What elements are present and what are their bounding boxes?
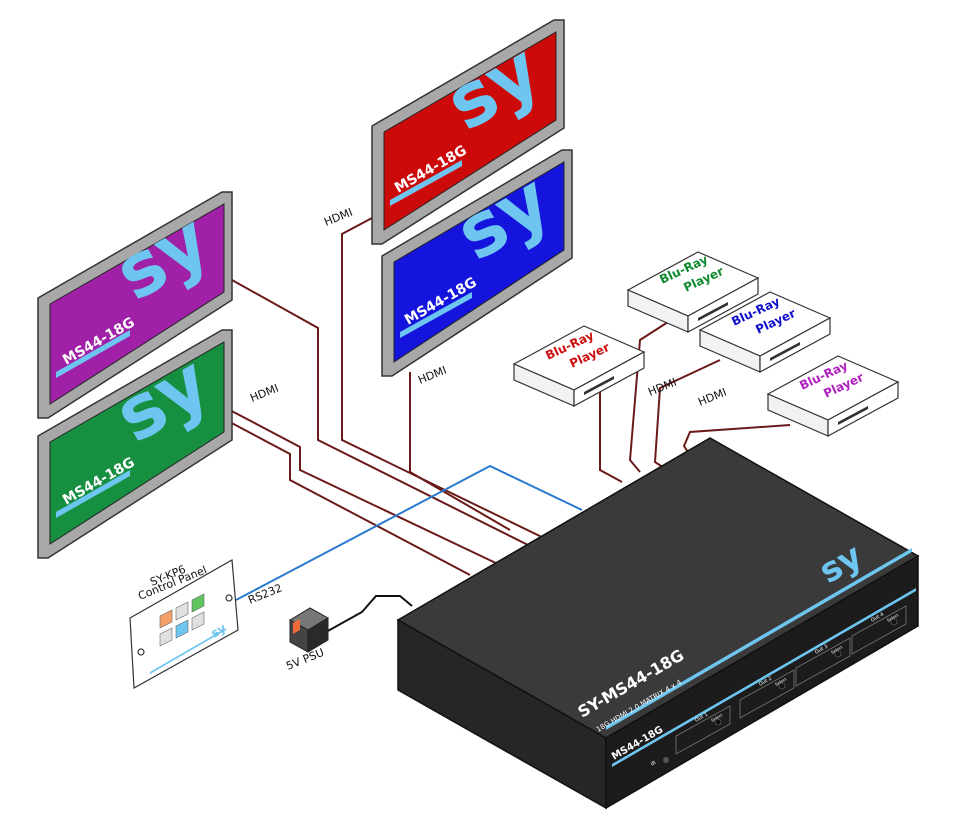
panel-button-6[interactable] <box>191 611 205 631</box>
output-1-select-button[interactable] <box>714 718 722 726</box>
control-panel: sy SY-KP6 Control Panel <box>129 559 239 689</box>
output-3-select-button[interactable] <box>834 650 842 658</box>
hdmi-cable-magenta-display <box>231 279 529 546</box>
power-supply <box>289 607 329 653</box>
output-4-select: Select <box>886 612 900 623</box>
device-ir-sensor <box>663 757 669 763</box>
hdmi-cable-player-green <box>628 321 669 473</box>
bluray-player-magenta: Blu-Ray Player <box>766 355 900 438</box>
output-2-select: Select <box>774 676 788 687</box>
bluray-player-blue: Blu-Ray Player <box>698 291 832 374</box>
hdmi-cable-player-red <box>599 392 623 483</box>
hdmi-label-blue-display: HDMI <box>416 364 448 387</box>
display-magenta: sy MS44-18G <box>37 191 233 419</box>
device-ir-label: IR <box>650 760 658 768</box>
display-green: sy MS44-18G <box>37 329 233 559</box>
psu-cable <box>325 595 413 633</box>
hdmi-cable-blue-display <box>409 372 511 531</box>
hdmi-cable-green-display-b <box>225 407 501 566</box>
panel-button-3[interactable] <box>191 593 205 613</box>
hdmi-label-player-blue: HDMI <box>646 376 678 399</box>
panel-button-4[interactable] <box>159 627 173 647</box>
display-red: sy MS44-18G <box>371 19 565 245</box>
panel-button-2[interactable] <box>175 601 189 621</box>
hdmi-cable-green-display <box>225 419 471 576</box>
output-2-select-button[interactable] <box>778 682 786 690</box>
panel-buttons <box>159 593 205 647</box>
hdmi-label-red-display: HDMI <box>322 206 354 229</box>
matrix-switcher: SY-MS44-18G 18G HDMI 2.0 MATRIX 4 x 4 sy… <box>396 437 920 810</box>
panel-screw-left <box>137 648 145 656</box>
panel-screw-right <box>225 594 233 602</box>
hdmi-label-green-display: HDMI <box>248 382 280 405</box>
rs232-cable <box>235 464 583 601</box>
bluray-player-red: Blu-Ray Player <box>512 325 646 408</box>
panel-button-1[interactable] <box>159 609 173 629</box>
output-1-select: Select <box>710 712 724 723</box>
output-4-select-button[interactable] <box>890 618 898 626</box>
hdmi-label-player-magenta: HDMI <box>696 386 728 409</box>
hdmi-cable-player-magenta <box>682 424 791 456</box>
output-3-select: Select <box>830 644 844 655</box>
panel-button-5[interactable] <box>175 619 189 639</box>
bluray-player-green: Blu-Ray Player <box>626 251 760 334</box>
hdmi-cable-player-blue <box>653 359 721 469</box>
